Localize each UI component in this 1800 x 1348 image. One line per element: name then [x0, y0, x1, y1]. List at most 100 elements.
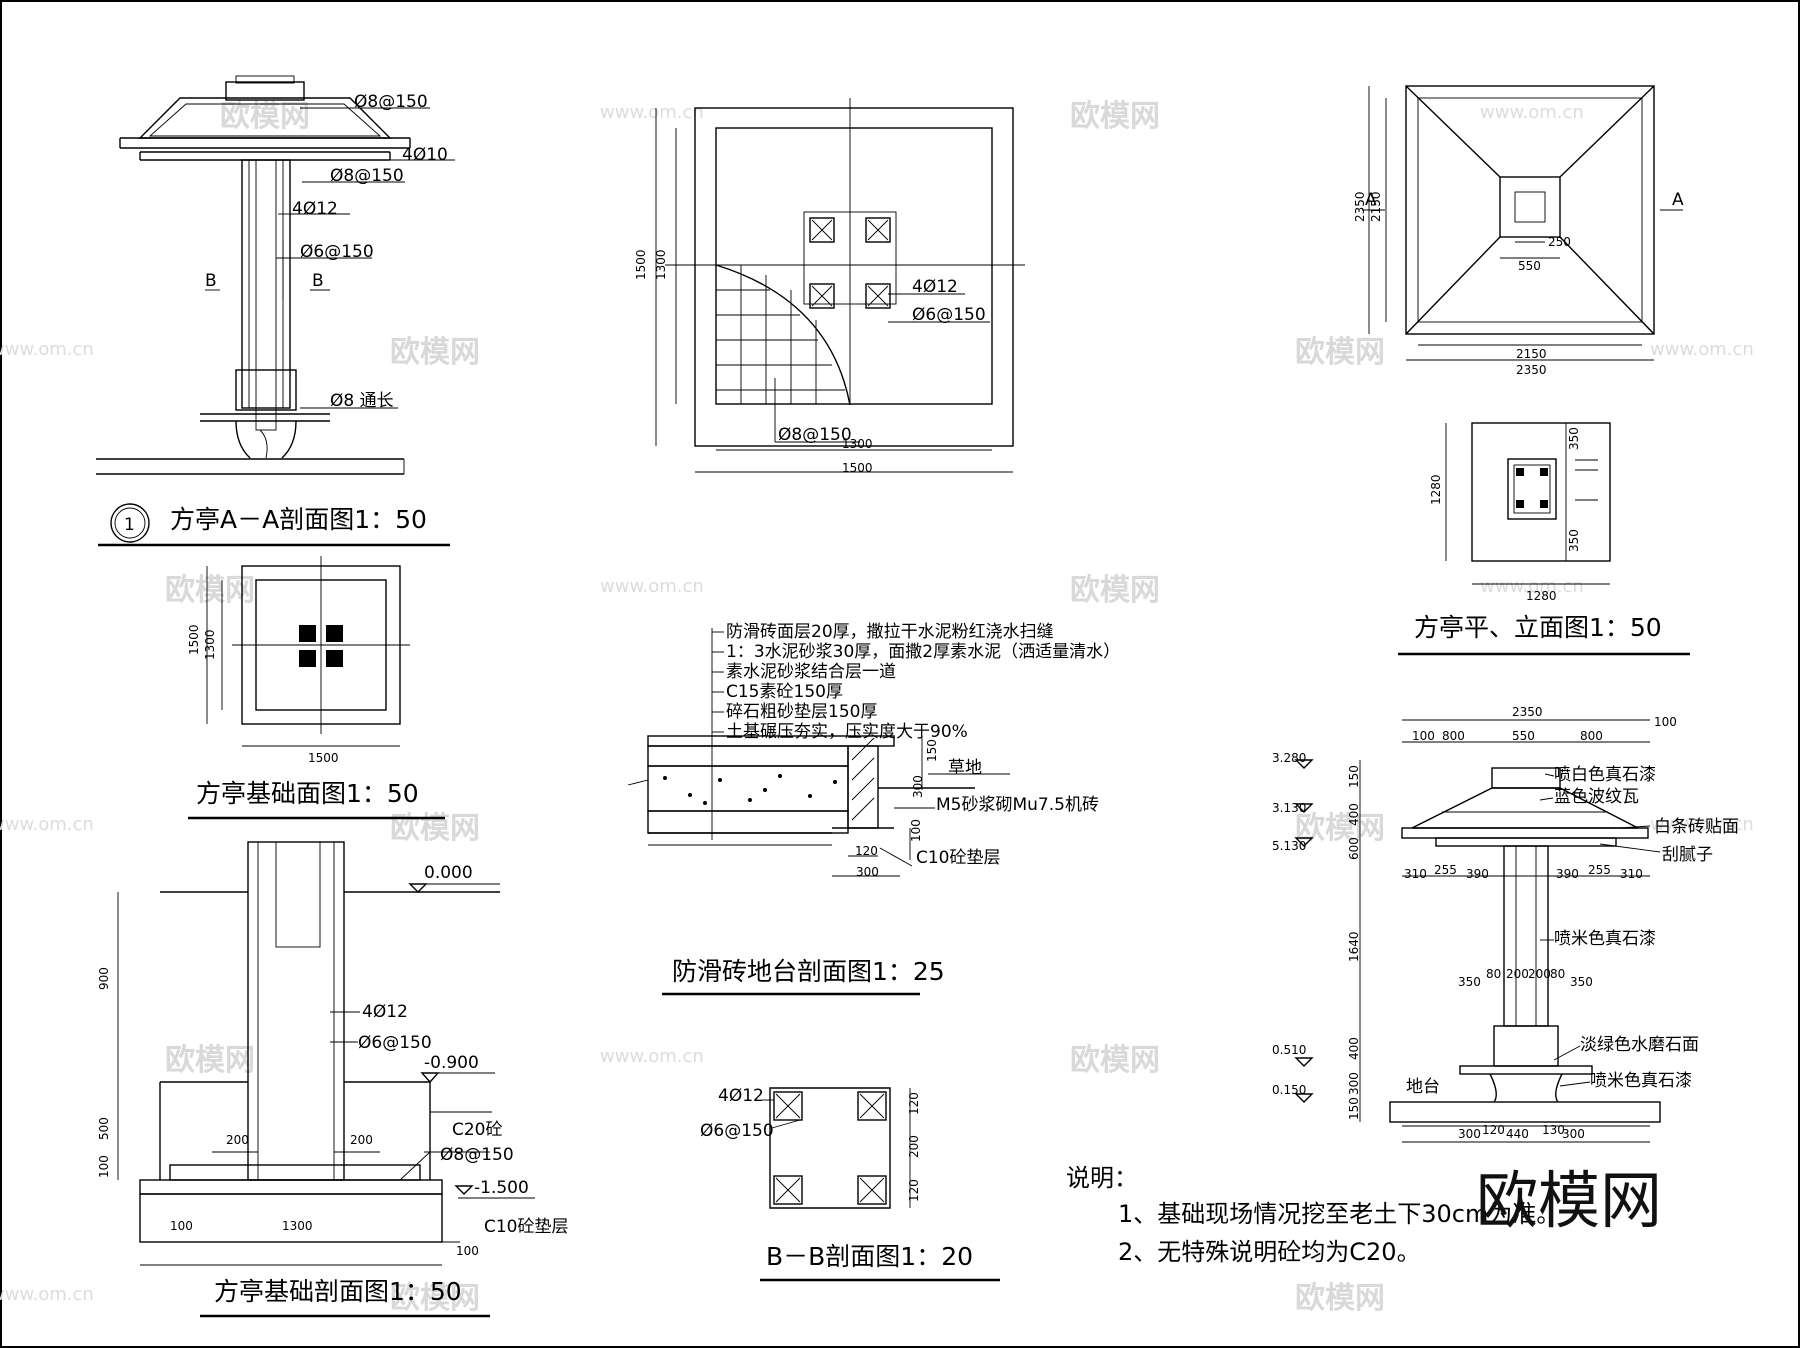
dim-text: 390 — [1466, 867, 1489, 881]
column-plan-view: 1280 350 350 1280 方亭平、立面图1：50 — [1398, 422, 1690, 656]
callout-rebar: Ø8 通长 — [330, 391, 394, 411]
foundation-section-view: 900 500 100 200 200 100 1300 100 4Ø12 Ø6… — [97, 841, 569, 1318]
level-mark: 3.280 — [1272, 751, 1306, 765]
dim-text: 120 — [855, 844, 878, 858]
foundation-plan-title: 方亭基础面图1：50 — [196, 779, 419, 808]
dim-text: 600 — [1347, 837, 1361, 860]
dim-text: 2350 — [1512, 705, 1543, 719]
watermark-brand: 欧模网 — [165, 1043, 255, 1078]
watermark-brand: 欧模网 — [1295, 1281, 1385, 1316]
dim-text: 200 — [907, 1135, 921, 1158]
layer-note: 土基碾压夯实，压实度大于90% — [726, 722, 968, 742]
watermark-url: www.om.cn — [0, 814, 94, 835]
callout-finish: 喷白色真石漆 — [1554, 765, 1656, 785]
level-mark: 3.130 — [1272, 801, 1306, 815]
level-mark: 5.130 — [1272, 839, 1306, 853]
anti-slip-section-title: 防滑砖地台剖面图1：25 — [672, 957, 945, 986]
callout-rebar: 4Ø12 — [718, 1086, 764, 1106]
callout-finish: 喷米色真石漆 — [1554, 929, 1656, 949]
callout-finish: 白条砖贴面 — [1654, 817, 1739, 837]
notes-heading: 说明： — [1066, 1164, 1138, 1192]
dim-text: 150 — [1347, 1097, 1361, 1120]
layer-note: 防滑砖面层20厚，撒拉干水泥粉红浇水扫缝 — [726, 622, 1054, 642]
dim-text: 150 — [1347, 765, 1361, 788]
watermark-brand: 欧模网 — [1070, 1043, 1160, 1078]
dim-text: 440 — [1506, 1127, 1529, 1141]
callout-rebar: 4Ø12 — [292, 199, 338, 219]
callout-rebar: 4Ø10 — [402, 145, 448, 165]
watermark-url: www.om.cn — [600, 102, 704, 123]
dim-text: 130 — [1542, 1123, 1565, 1137]
level-mark: -0.900 — [424, 1053, 479, 1073]
dim-text: 400 — [1347, 1037, 1361, 1060]
callout-rebar: Ø8@150 — [440, 1145, 514, 1165]
callout-rebar: Ø8@150 — [354, 92, 428, 112]
watermark-url: www.om.cn — [1650, 814, 1754, 835]
dim-text: 80 — [1550, 967, 1565, 981]
dim-text: 310 — [1620, 867, 1643, 881]
callout-rebar: Ø6@150 — [300, 242, 374, 262]
callout-finish: 淡绿色水磨石面 — [1580, 1035, 1699, 1055]
tile-grid — [716, 265, 845, 404]
watermark-layer: 欧模网 www.om.cn 欧模网 www.om.cn www.om.cn 欧模… — [0, 99, 1754, 1316]
cut-label: B — [205, 271, 217, 291]
dim-text: 390 — [1556, 867, 1579, 881]
dim-text: 1500 — [634, 249, 648, 280]
roof-plan-view: A A 2350 2150 250 550 2150 2350 — [1353, 85, 1684, 377]
anti-slip-section-view: 防滑砖面层20厚，撒拉干水泥粉红浇水扫缝 1：3水泥砂浆30厚，面撒2厚素水泥（… — [627, 622, 1120, 996]
watermark-url: www.om.cn — [600, 1046, 704, 1067]
dim-text: 1500 — [842, 461, 873, 475]
rebar-box — [809, 217, 891, 309]
callout-finish: 喷米色真石漆 — [1590, 1071, 1692, 1091]
view-index: 1 — [124, 515, 135, 535]
layer-note: C15素砼150厚 — [726, 682, 843, 702]
dim-text: 300 — [1347, 1072, 1361, 1095]
dim-text: 300 — [1458, 1127, 1481, 1141]
watermark-brand: 欧模网 — [1070, 573, 1160, 608]
elevation-view: 150 400 600 1640 400 300 150 2350 100 10… — [1272, 705, 1739, 1143]
dim-text: 310 — [1404, 867, 1427, 881]
column-plan-title: 方亭平、立面图1：50 — [1414, 613, 1662, 642]
section-bb-view: 4Ø12 Ø6@150 120 200 120 B－B剖面图1：20 — [700, 1086, 1000, 1282]
dim-text: 2150 — [1516, 347, 1547, 361]
watermark-url: www.om.cn — [1650, 339, 1754, 360]
dim-text: 100 — [456, 1244, 479, 1258]
callout-finish: 蓝色波纹瓦 — [1554, 787, 1639, 807]
dim-text: 255 — [1434, 863, 1457, 877]
callout-rebar: Ø8@150 — [778, 425, 852, 445]
dim-text: 150 — [925, 739, 939, 762]
watermark-url: www.om.cn — [1480, 102, 1584, 123]
layer-note: 碎石粗砂垫层150厚 — [726, 702, 877, 722]
dim-text: 100 — [1654, 715, 1677, 729]
dim-text: 300 — [856, 865, 879, 879]
dim-text: 255 — [1588, 863, 1611, 877]
dim-text: 1640 — [1347, 931, 1361, 962]
gravel-fill — [663, 774, 837, 805]
dim-text: 120 — [907, 1092, 921, 1115]
callout-rebar: Ø6@150 — [358, 1033, 432, 1053]
dim-text: 2350 — [1353, 191, 1367, 222]
callout-cushion: C10砼垫层 — [484, 1217, 569, 1237]
dim-text: 1500 — [187, 624, 201, 655]
callout-rebar: Ø8@150 — [330, 166, 404, 186]
dim-text: 200 — [1528, 967, 1551, 981]
section-aa-view: Ø8@150 4Ø10 Ø8@150 4Ø12 Ø6@150 Ø8 通长 B B… — [96, 75, 455, 547]
watermark-url: www.om.cn — [0, 339, 94, 360]
dim-text: 1300 — [203, 629, 217, 660]
dim-text: 200 — [350, 1133, 373, 1147]
notes-block: 说明： 1、基础现场情况挖至老土下30cm为准。 2、无特殊说明砼均为C20。 — [1066, 1164, 1560, 1266]
dim-text: 1280 — [1526, 589, 1557, 603]
callout-platform: 地台 — [1406, 1077, 1440, 1097]
callout-grass: 草地 — [948, 758, 982, 778]
callout-finish: 刮腻子 — [1662, 845, 1713, 865]
watermark-url: www.om.cn — [0, 1284, 94, 1305]
dim-text: 80 — [1486, 967, 1501, 981]
level-mark: 0.510 — [1272, 1043, 1306, 1057]
dim-text: 500 — [97, 1117, 111, 1140]
dim-text: 550 — [1518, 259, 1541, 273]
dim-text: 300 — [1562, 1127, 1585, 1141]
cut-label: A — [1672, 190, 1684, 210]
callout-cushion: C10砼垫层 — [916, 848, 1001, 868]
brand-logo: 欧模网 — [1476, 1164, 1662, 1237]
